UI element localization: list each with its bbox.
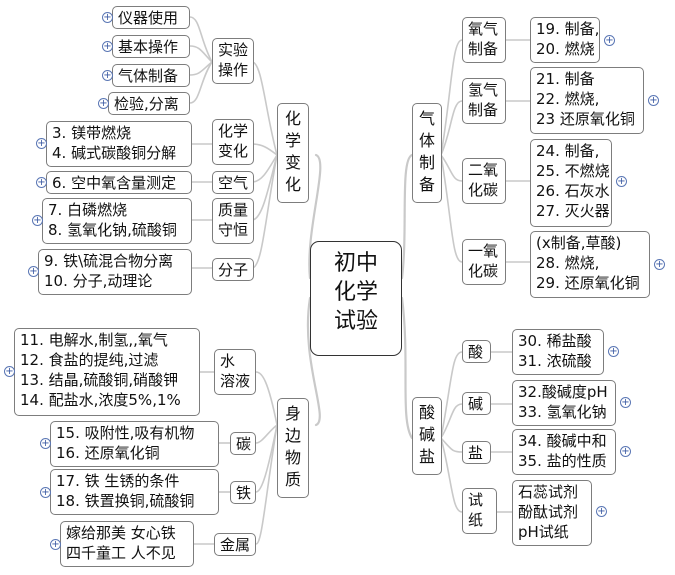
sub-acid[interactable]: 酸 — [462, 340, 491, 363]
leaf-basic-operations[interactable]: 基本操作 — [112, 35, 190, 58]
leaf-salt-experiments[interactable]: 34. 酸碱中和 35. 盐的性质 — [512, 429, 616, 475]
expand-icon[interactable]: + — [620, 446, 631, 457]
branch-acid-base-salt[interactable]: 酸 碱 盐 — [412, 397, 442, 475]
leaf-acid-experiments[interactable]: 30. 稀盐酸 31. 浓硫酸 — [512, 329, 604, 375]
sub-indicator[interactable]: 试 纸 — [462, 488, 497, 534]
sub-oxygen[interactable]: 氧气 制备 — [462, 17, 506, 63]
sub-air[interactable]: 空气 — [212, 171, 254, 194]
expand-icon[interactable]: + — [102, 70, 113, 81]
branch-chemical-change[interactable]: 化 学 变 化 — [277, 103, 309, 203]
expand-icon[interactable]: + — [98, 98, 109, 109]
sub-carbon-monoxide[interactable]: 一氧 化碳 — [462, 239, 506, 285]
expand-icon[interactable]: + — [620, 397, 631, 408]
expand-icon[interactable]: + — [102, 12, 113, 23]
sub-molecule[interactable]: 分子 — [212, 258, 254, 281]
expand-icon[interactable]: + — [654, 259, 665, 270]
expand-icon[interactable]: + — [604, 35, 615, 46]
sub-carbon[interactable]: 碳 — [230, 432, 256, 455]
leaf-instruments[interactable]: 仪器使用 — [112, 6, 190, 29]
sub-iron[interactable]: 铁 — [230, 481, 256, 504]
leaf-air-experiment[interactable]: 6. 空中氧含量测定 — [46, 171, 192, 194]
leaf-co-experiments[interactable]: (x制备,草酸) 28. 燃烧, 29. 还原氧化铜 — [530, 231, 650, 298]
leaf-indicator-experiments[interactable]: 石蕊试剂 酚酞试剂 pH试纸 — [512, 480, 592, 546]
sub-carbon-dioxide[interactable]: 二氧 化碳 — [462, 158, 506, 204]
sub-base[interactable]: 碱 — [462, 392, 491, 415]
sub-hydrogen[interactable]: 氢气 制备 — [462, 78, 506, 124]
expand-icon[interactable]: + — [32, 215, 43, 226]
expand-icon[interactable]: + — [102, 41, 113, 52]
sub-metal[interactable]: 金属 — [214, 533, 256, 556]
leaf-gas-preparation[interactable]: 气体制备 — [112, 64, 190, 87]
expand-icon[interactable]: + — [616, 176, 627, 187]
sub-salt[interactable]: 盐 — [462, 441, 491, 464]
sub-chemical-change[interactable]: 化学 变化 — [212, 119, 254, 165]
leaf-test-separation[interactable]: 检验,分离 — [108, 92, 190, 115]
expand-icon[interactable]: + — [40, 438, 51, 449]
sub-lab-operations[interactable]: 实验 操作 — [212, 38, 254, 84]
expand-icon[interactable]: + — [36, 177, 47, 188]
branch-daily-substances[interactable]: 身 边 物 质 — [277, 398, 309, 498]
leaf-hydrogen-experiments[interactable]: 21. 制备 22. 燃烧, 23 还原氧化铜 — [530, 67, 644, 134]
expand-icon[interactable]: + — [40, 487, 51, 498]
leaf-molecule-experiments[interactable]: 9. 铁\硫混合物分离 10. 分子,动理论 — [38, 249, 192, 295]
leaf-metal-mnemonic[interactable]: 嫁给那美 女心铁 四千童工 人不见 — [60, 521, 194, 567]
leaf-mass-experiments[interactable]: 7. 白磷燃烧 8. 氢氧化钠,硫酸铜 — [42, 198, 192, 244]
expand-icon[interactable]: + — [648, 95, 659, 106]
leaf-base-experiments[interactable]: 32.酸碱度pH 33. 氢氧化钠 — [512, 380, 616, 426]
expand-icon[interactable]: + — [608, 346, 619, 357]
leaf-carbon-experiments[interactable]: 15. 吸附性,吸有机物 16. 还原氧化铜 — [50, 421, 219, 467]
sub-water-solution[interactable]: 水 溶液 — [214, 349, 256, 395]
center-topic[interactable]: 初中 化学 试验 — [310, 241, 402, 356]
branch-gas-preparation[interactable]: 气 体 制 备 — [412, 103, 442, 203]
sub-mass-conservation[interactable]: 质量 守恒 — [212, 198, 254, 244]
expand-icon[interactable]: + — [50, 539, 61, 550]
expand-icon[interactable]: + — [36, 138, 47, 149]
leaf-iron-experiments[interactable]: 17. 铁 生锈的条件 18. 铁置换铜,硫酸铜 — [50, 469, 219, 515]
expand-icon[interactable]: + — [4, 366, 15, 377]
expand-icon[interactable]: + — [28, 266, 39, 277]
expand-icon[interactable]: + — [596, 506, 607, 517]
leaf-oxygen-experiments[interactable]: 19. 制备, 20. 燃烧 — [530, 17, 600, 63]
leaf-water-experiments[interactable]: 11. 电解水,制氢,,氧气 12. 食盐的提纯,过滤 13. 结晶,硫酸铜,硝… — [14, 328, 200, 416]
leaf-co2-experiments[interactable]: 24. 制备, 25. 不燃烧 26. 石灰水 27. 灭火器 — [530, 139, 612, 227]
leaf-chemical-change-experiments[interactable]: 3. 镁带燃烧 4. 碱式碳酸铜分解 — [46, 121, 192, 167]
